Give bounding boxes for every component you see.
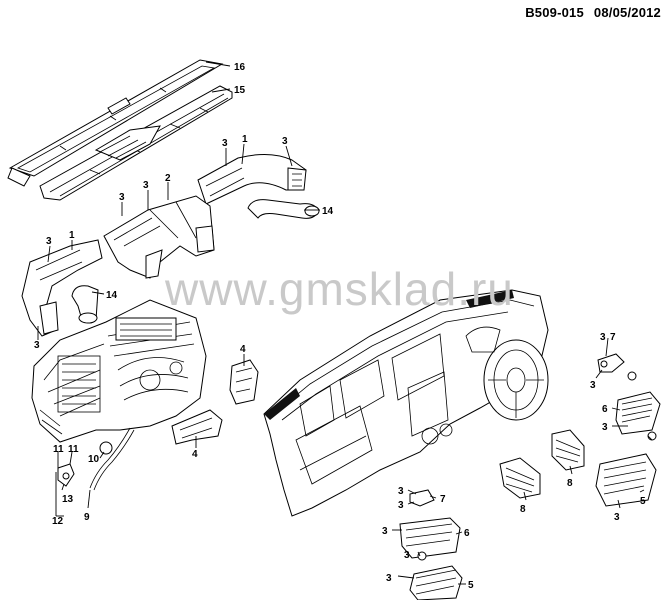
callout: 14 <box>106 290 118 301</box>
callout: 1 <box>242 134 248 145</box>
callout: 3 <box>382 526 388 537</box>
callout: 3 <box>398 486 404 497</box>
part-bracket-right <box>597 353 625 373</box>
callout: 3 <box>590 380 596 391</box>
part-vent-center <box>399 517 461 561</box>
part-elbow-duct-upper <box>247 199 320 219</box>
callout: 3 <box>602 422 608 433</box>
part-side-vent-b <box>551 429 585 471</box>
callout: 3 <box>404 550 410 561</box>
callout: 3 <box>614 512 620 523</box>
callout: 5 <box>640 496 646 507</box>
callout: 5 <box>468 580 474 591</box>
callout: 11 <box>68 444 79 455</box>
callout: 3 <box>143 180 149 191</box>
callout: 6 <box>602 404 608 415</box>
part-instrument-panel <box>263 289 549 517</box>
callout: 4 <box>192 449 198 460</box>
part-actuator <box>229 359 259 405</box>
leader-lines <box>37 61 653 585</box>
part-defroster-grille <box>7 59 224 187</box>
diagram-code: B509-015 <box>525 5 584 20</box>
callout: 15 <box>234 85 246 96</box>
part-clips <box>57 463 75 487</box>
part-elbow-duct-left <box>71 285 99 324</box>
callout: 6 <box>464 528 470 539</box>
part-vent-right <box>615 371 661 441</box>
callout: 2 <box>165 173 171 184</box>
callout: 3 <box>222 138 228 149</box>
callout: 3 <box>34 340 40 351</box>
callout: 4 <box>240 344 246 355</box>
callout: 8 <box>520 504 526 515</box>
callout: 3 <box>119 192 125 203</box>
part-side-vent-a <box>499 457 541 499</box>
part-lower-duct <box>171 409 223 445</box>
callout: 7 <box>610 332 616 343</box>
callout: 3 <box>386 573 392 584</box>
callout: 7 <box>440 494 446 505</box>
callout: 3 <box>600 332 606 343</box>
callout: 3 <box>282 136 288 147</box>
callout: 12 <box>52 516 64 527</box>
callout: 14 <box>322 206 334 217</box>
part-hvac-unit <box>31 299 207 443</box>
part-side-duct-upper <box>197 154 307 205</box>
callout: 13 <box>62 494 74 505</box>
part-side-duct-left <box>21 239 103 337</box>
diagram-header: B509-015 08/05/2012 <box>515 5 661 20</box>
diagram-date: 08/05/2012 <box>593 5 661 20</box>
callout: 1 <box>69 230 75 241</box>
callout: 16 <box>234 62 246 73</box>
callout: 9 <box>84 512 90 523</box>
part-defroster-duct <box>39 85 233 201</box>
callout: 8 <box>567 478 573 489</box>
callout: 10 <box>88 454 100 465</box>
part-vent-right-lower <box>595 453 657 507</box>
callout-labels: 16 15 3 1 3 3 2 3 14 3 1 14 3 4 4 10 11 … <box>34 62 646 591</box>
watermark: www.gmsklad.ru <box>165 263 514 315</box>
part-vent-bottom <box>409 565 463 600</box>
callout: 11 <box>53 444 64 455</box>
callout: 3 <box>398 500 404 511</box>
part-center-duct <box>103 195 215 279</box>
callout: 3 <box>46 236 52 247</box>
part-drain-hose <box>89 427 135 491</box>
